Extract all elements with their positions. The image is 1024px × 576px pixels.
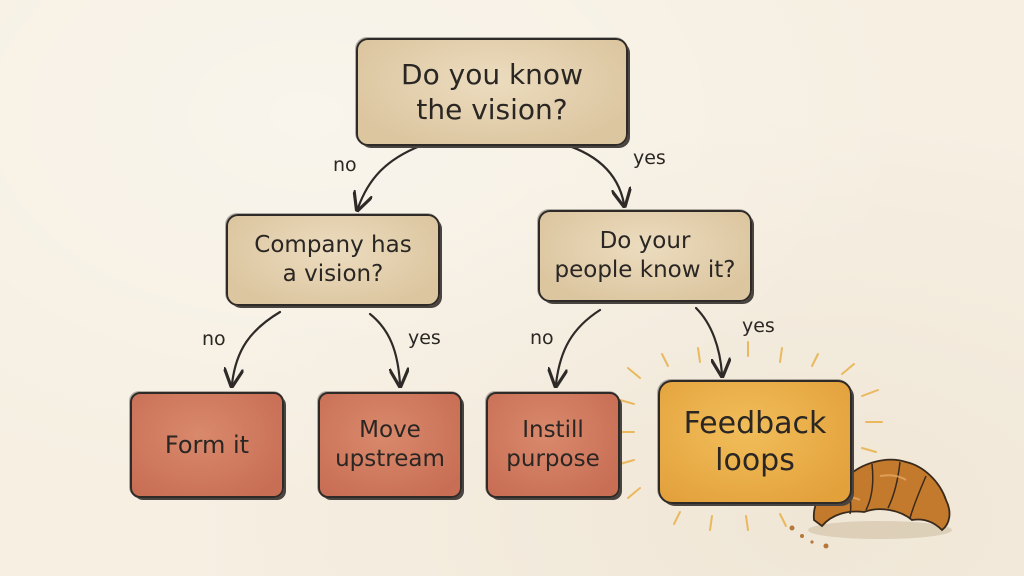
node-line: the vision? xyxy=(416,93,568,126)
question-people-know-it: Do your people know it? xyxy=(538,210,752,302)
node-line: purpose xyxy=(506,446,600,472)
edge-root-yes xyxy=(554,140,624,204)
sparkle-rays xyxy=(617,341,883,531)
node-line: loops xyxy=(715,443,795,478)
node-line: Do you know xyxy=(401,58,583,91)
node-line: Move xyxy=(359,417,421,444)
node-line: Company has xyxy=(254,232,412,259)
question-company-has-vision: Company has a vision? xyxy=(226,214,440,306)
node-line: people know it? xyxy=(554,257,736,283)
edge-label-yes: yes xyxy=(633,147,666,169)
edge-label-yes: yes xyxy=(742,315,775,337)
node-line: Form it xyxy=(164,431,250,459)
node-line: a vision? xyxy=(282,261,384,287)
edge-label-no: no xyxy=(530,327,554,349)
outcome-feedback-loops: Feedback loops xyxy=(658,380,852,504)
edge-company-no xyxy=(232,310,282,384)
edge-root-no xyxy=(358,144,422,208)
outcome-instill-purpose: Instill purpose xyxy=(486,392,620,498)
question-know-vision: Do you know the vision? xyxy=(356,38,628,146)
outcome-form-it: Form it xyxy=(130,392,284,498)
edge-people-no xyxy=(556,308,602,384)
edge-people-yes xyxy=(694,306,722,374)
edge-company-yes xyxy=(368,312,400,384)
node-line: upstream xyxy=(335,446,445,472)
outcome-move-upstream: Move upstream xyxy=(318,392,462,498)
node-line: Do your xyxy=(599,228,691,255)
node-line: Instill xyxy=(522,417,584,444)
edge-label-no: no xyxy=(333,154,357,176)
node-line: Feedback xyxy=(683,405,827,441)
edge-label-no: no xyxy=(202,328,226,350)
edge-label-yes: yes xyxy=(408,327,441,349)
